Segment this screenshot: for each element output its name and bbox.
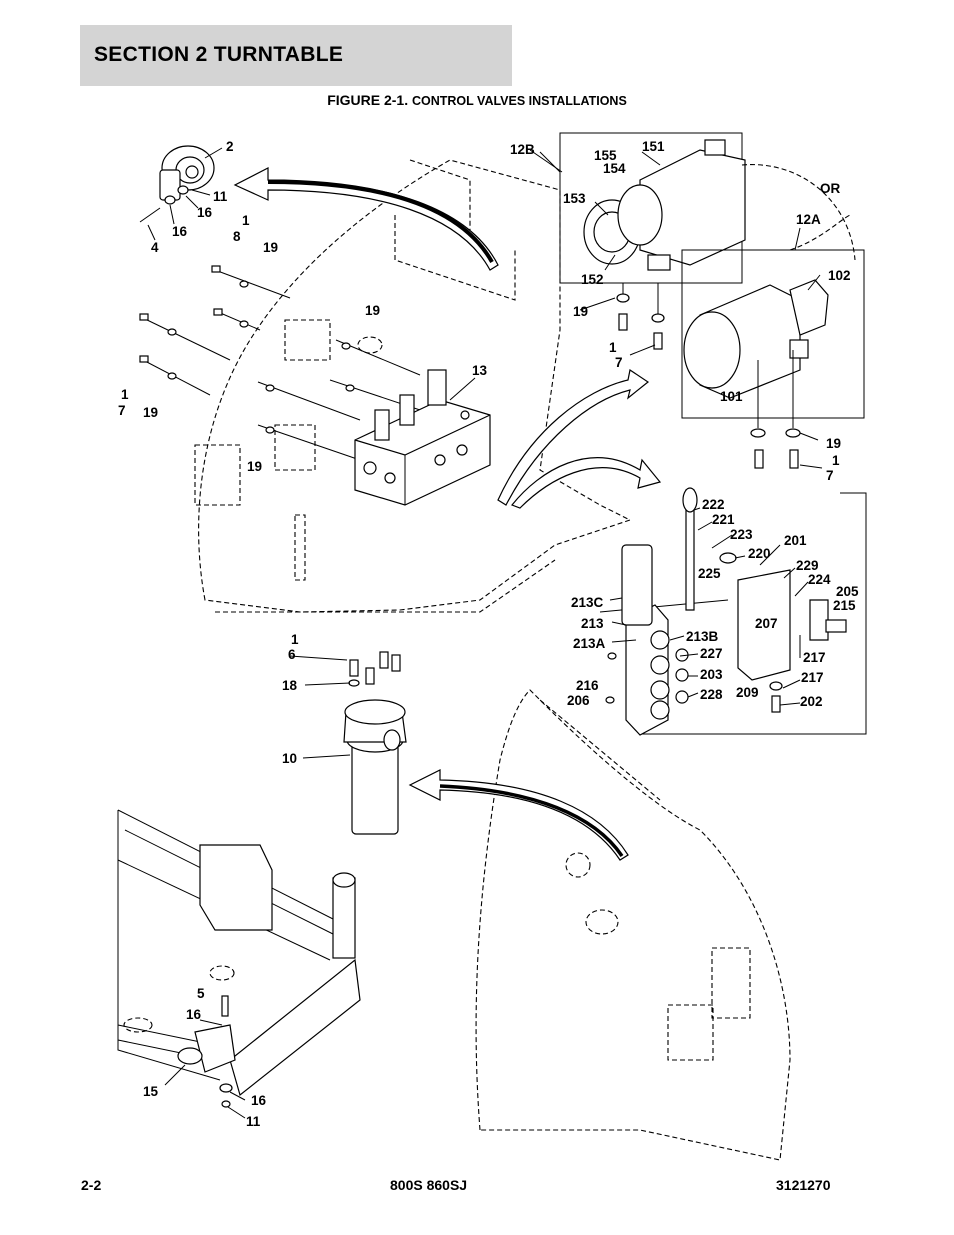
filter-assembly <box>343 651 407 835</box>
turntable-upper-plate <box>194 159 632 613</box>
section-title: SECTION 2 TURNTABLE <box>94 43 344 66</box>
callout-label: 222 <box>702 497 725 512</box>
callout-label: 213A <box>573 636 606 651</box>
callout-label: 205 <box>836 584 859 599</box>
callout-label: 217 <box>801 670 824 685</box>
callout-label: OR <box>820 181 841 196</box>
turntable-side-plate <box>475 689 791 1161</box>
callout-label: 19 <box>573 304 588 319</box>
callout-label: 201 <box>784 533 807 548</box>
figure-title: FIGURE 2-1. CONTROL VALVES INSTALLATIONS <box>0 92 954 108</box>
callout-label: 18 <box>282 678 298 693</box>
figure-caption: CONTROL VALVES INSTALLATIONS <box>411 94 627 108</box>
callout-label: 1 <box>832 453 840 468</box>
callout-label: 1 <box>291 632 299 647</box>
callout-label: 2 <box>226 139 234 154</box>
assembly-arrow-lower <box>408 769 629 861</box>
callout-label: 12A <box>796 212 821 227</box>
assembly-arrow-upper <box>233 167 499 271</box>
callout-label: 1 <box>242 213 250 228</box>
callout-label: 151 <box>642 139 665 154</box>
callout-label: 202 <box>800 694 823 709</box>
callout-label: 19 <box>826 436 841 451</box>
callout-label: 11 <box>213 189 228 204</box>
callout-label: 16 <box>172 224 188 239</box>
callout-label: 209 <box>736 685 759 700</box>
lower-frame <box>117 809 361 1108</box>
figure-prefix: FIGURE 2-1. <box>327 92 409 108</box>
callout-label: 19 <box>263 240 278 255</box>
callout-label: 102 <box>828 268 851 283</box>
callout-label: 13 <box>472 363 488 378</box>
callout-label: 155 <box>594 148 617 163</box>
callout-label: 19 <box>143 405 158 420</box>
callout-label: 215 <box>833 598 856 613</box>
callout-label: 153 <box>563 191 586 206</box>
callout-label: 101 <box>720 389 743 404</box>
callout-label: 6 <box>288 647 296 662</box>
callout-label: 225 <box>698 566 721 581</box>
callout-label: 224 <box>808 572 831 587</box>
callout-label: 15 <box>143 1084 159 1099</box>
callout-label: 5 <box>197 986 205 1001</box>
callout-label: 152 <box>581 272 604 287</box>
pump-motor-12A-detail <box>681 227 865 469</box>
callout-label: 11 <box>246 1114 261 1129</box>
callout-labels: 2 11 16 16 4 1 8 19 19 19 13 1 7 19 19 1… <box>118 139 859 1129</box>
pump-motor-12B-detail <box>539 132 856 284</box>
callout-label: 154 <box>603 161 626 176</box>
bolts-and-washers <box>139 265 421 461</box>
callout-label: 7 <box>615 355 623 370</box>
callout-label: 16 <box>197 205 213 220</box>
callout-label: 19 <box>247 459 262 474</box>
callout-label: 16 <box>186 1007 202 1022</box>
callout-label: 8 <box>233 229 241 244</box>
callout-label: 1 <box>121 387 129 402</box>
callout-label: 227 <box>700 646 723 661</box>
document-number: 3121270 <box>776 1177 831 1193</box>
callout-label: 16 <box>251 1093 267 1108</box>
callout-label: 203 <box>700 667 723 682</box>
callout-label: 213C <box>571 595 604 610</box>
callout-label: 207 <box>755 616 778 631</box>
callout-leaders <box>164 149 823 1119</box>
callout-label: 228 <box>700 687 723 702</box>
callout-label: 206 <box>567 693 590 708</box>
callout-label: 7 <box>118 403 126 418</box>
callout-label: 1 <box>609 340 617 355</box>
callout-label: 213 <box>581 616 604 631</box>
horn-assembly <box>139 145 223 241</box>
callout-label: 217 <box>803 650 826 665</box>
callout-label: 223 <box>730 527 753 542</box>
callout-label: 19 <box>365 303 380 318</box>
page-number: 2-2 <box>81 1177 102 1193</box>
callout-label: 213B <box>686 629 719 644</box>
callout-label: 12B <box>510 142 535 157</box>
section-header-bar: SECTION 2 TURNTABLE <box>80 25 512 86</box>
pump-mount-hardware <box>616 283 665 350</box>
callout-label: 7 <box>826 468 834 483</box>
callout-label: 4 <box>151 240 159 255</box>
control-valve-block <box>354 369 491 506</box>
callout-label: 10 <box>282 751 297 766</box>
callout-label: 229 <box>796 558 819 573</box>
valve-detail-box <box>599 487 867 736</box>
model-number: 800S 860SJ <box>390 1177 468 1193</box>
callout-label: 221 <box>712 512 735 527</box>
assembly-arrow-middle <box>497 369 662 509</box>
callout-label: 220 <box>748 546 771 561</box>
callout-label: 216 <box>576 678 599 693</box>
